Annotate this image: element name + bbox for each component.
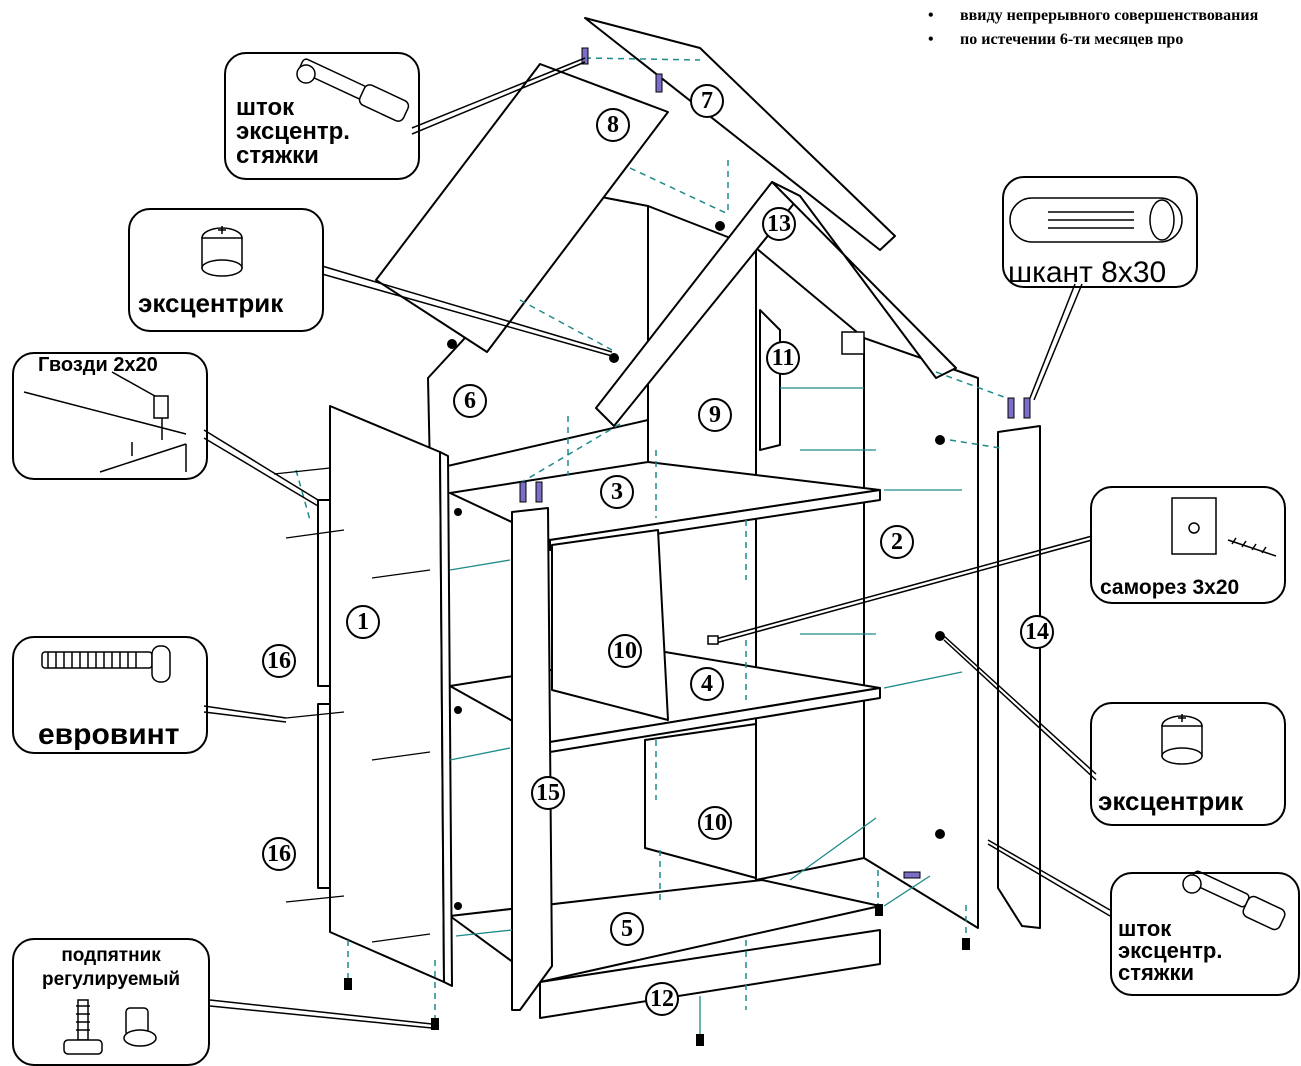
part-number-7: 7 bbox=[690, 84, 724, 118]
rod-top-label: шток эксцентр. стяжки bbox=[236, 94, 350, 169]
part-number-16-lower: 16 bbox=[262, 837, 296, 871]
panel-1 bbox=[329, 405, 445, 983]
screw-icon bbox=[1171, 497, 1277, 557]
nails-label: Гвозди 2х20 bbox=[38, 354, 158, 376]
panel-11 bbox=[759, 309, 781, 451]
foot-label: подпятник регулируемый bbox=[42, 945, 181, 990]
rod-top-icon bbox=[296, 58, 410, 122]
callout-nails bbox=[12, 352, 208, 480]
part-number-2: 2 bbox=[880, 525, 914, 559]
notes: •ввиду непрерывного совершенствования •п… bbox=[928, 4, 1301, 52]
part-number-15: 15 bbox=[531, 776, 565, 810]
note-1: •ввиду непрерывного совершенствования bbox=[928, 7, 1259, 24]
right-side bbox=[863, 337, 979, 929]
part-number-11: 11 bbox=[766, 341, 800, 375]
callout-eurovint bbox=[12, 636, 208, 754]
part-number-16-upper: 16 bbox=[262, 644, 296, 678]
eccentric-left-icon bbox=[201, 226, 243, 277]
part-number-9: 9 bbox=[698, 398, 732, 432]
roof-8 bbox=[375, 63, 669, 353]
part-number-10-upper: 10 bbox=[608, 634, 642, 668]
part-number-8: 8 bbox=[596, 108, 630, 142]
callout-screw bbox=[1090, 486, 1286, 604]
eurovint-label: евровинт bbox=[38, 718, 180, 751]
eccentric-left-label: эксцентрик bbox=[138, 288, 284, 318]
part-number-12: 12 bbox=[645, 982, 679, 1016]
note-2: •по истечении 6-ти месяцев про bbox=[928, 31, 1184, 48]
nails-icon bbox=[23, 371, 187, 473]
callout-rod-top bbox=[224, 52, 420, 180]
foot-icon bbox=[63, 999, 157, 1055]
eccentric-right-icon bbox=[1161, 714, 1203, 765]
rod-bottom-label: шток эксцентр. стяжки bbox=[1118, 916, 1223, 985]
callout-eccentric-right bbox=[1090, 702, 1286, 826]
panel-15 bbox=[511, 507, 553, 1011]
base-12 bbox=[539, 929, 881, 1019]
part-number-10-lower: 10 bbox=[698, 806, 732, 840]
partition-10-upper bbox=[551, 529, 669, 721]
part-number-5: 5 bbox=[610, 912, 644, 946]
callout-dowel bbox=[1002, 176, 1198, 288]
part-number-13: 13 bbox=[762, 207, 796, 241]
partition-10-lower bbox=[644, 723, 757, 879]
callout-rod-bottom bbox=[1110, 872, 1300, 996]
screw-label: саморез 3х20 bbox=[1100, 576, 1240, 599]
part-number-6: 6 bbox=[453, 384, 487, 418]
part-number-3: 3 bbox=[600, 475, 634, 509]
eccentric-right-label: эксцентрик bbox=[1098, 786, 1244, 816]
rod-bottom-icon bbox=[1182, 870, 1286, 931]
callout-foot bbox=[12, 938, 210, 1066]
eurovint-icon bbox=[41, 645, 171, 683]
part-number-1: 1 bbox=[346, 605, 380, 639]
part-number-14: 14 bbox=[1020, 615, 1054, 649]
part-number-4: 4 bbox=[690, 667, 724, 701]
callout-eccentric-left bbox=[128, 208, 324, 332]
panel-14 bbox=[997, 425, 1041, 929]
dowel-icon bbox=[1009, 197, 1183, 243]
dowel-label: шкант 8х30 bbox=[1008, 256, 1167, 289]
